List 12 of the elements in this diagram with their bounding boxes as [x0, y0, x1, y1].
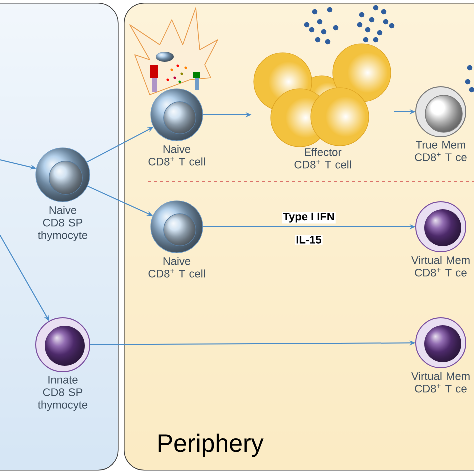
cell-label: Naive CD8$^{+}$ T cell: [148, 257, 206, 278]
cell-label: Effector CD8$^{+}$ T cell: [294, 148, 352, 169]
thymus-panel: [0, 3, 119, 471]
cell-label: Naive CD8 SP thymocyte: [38, 206, 88, 242]
cytokine-label: IL-15: [295, 235, 323, 245]
cell-label: Virtual Mem CD8$^{+}$ T ce: [412, 256, 470, 277]
panel-title: Periphery: [158, 434, 264, 458]
cell-label: True Mem CD8$^{+}$ T ce: [415, 141, 467, 162]
cell-label: Naive CD8$^{+}$ T cell: [148, 145, 206, 166]
edge-label: Type I IFN: [282, 212, 336, 224]
cell-label: Innate CD8 SP thymocyte: [38, 376, 88, 412]
cell-label: Virtual Mem CD8$^{+}$ T ce: [412, 372, 470, 393]
